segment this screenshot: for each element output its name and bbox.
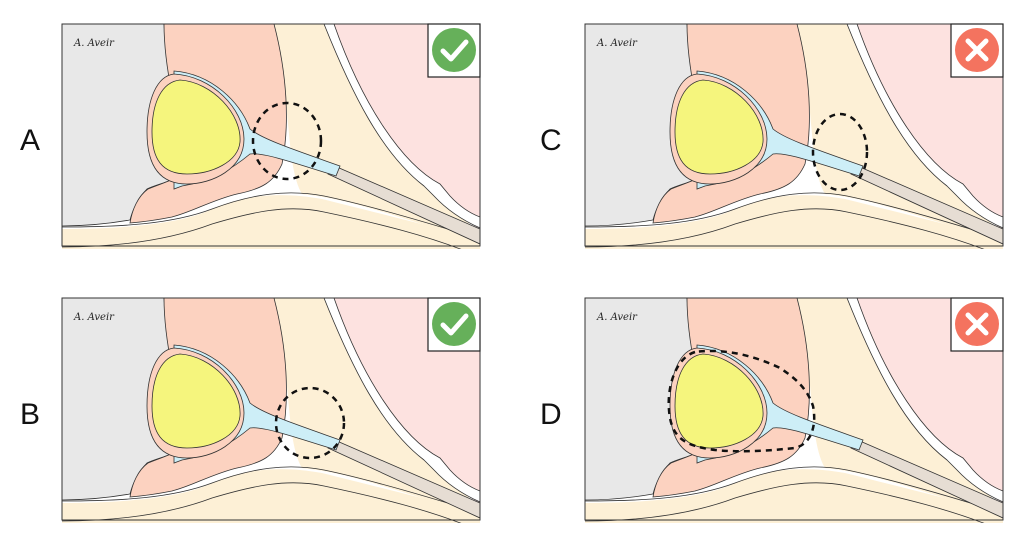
panel-a xyxy=(62,24,480,264)
highlight-outline-d xyxy=(667,349,816,453)
highlight-circle-c xyxy=(811,112,869,192)
verdict-badge-b xyxy=(428,298,480,351)
panel-c xyxy=(585,24,1003,264)
highlight-circle-a xyxy=(251,101,323,181)
highlight-circle-b xyxy=(274,386,346,460)
panel-label-a: A xyxy=(20,124,41,157)
panel-label-d: D xyxy=(540,398,562,431)
panel-d xyxy=(585,298,1003,538)
check-icon xyxy=(428,24,480,77)
check-icon xyxy=(428,298,480,351)
verdict-badge-d xyxy=(951,298,1003,351)
verdict-badge-a xyxy=(428,24,480,77)
panel-label-b: B xyxy=(20,398,41,431)
verdict-badge-c xyxy=(951,24,1003,77)
cross-icon xyxy=(951,298,1003,351)
panel-b xyxy=(62,298,480,538)
panel-label-c: C xyxy=(540,124,562,157)
cross-icon xyxy=(951,24,1003,77)
